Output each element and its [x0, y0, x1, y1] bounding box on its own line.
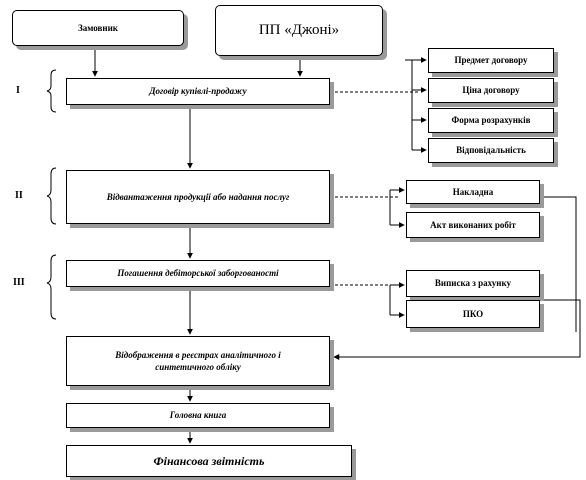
- doc-invoice-box: Накладна: [406, 180, 540, 204]
- doc-act-label: Акт виконаних робіт: [430, 219, 516, 230]
- customer-label: Замовник: [78, 22, 118, 33]
- company-box: ПП «Джоні»: [215, 5, 383, 56]
- doc-invoice-label: Накладна: [452, 186, 494, 197]
- reports-title: Фінансова звітність: [153, 453, 265, 468]
- contract-item-price: Ціна договору: [428, 78, 554, 103]
- brace-stage-2: [46, 167, 57, 225]
- stage-contract-title: Договір купівлі-продажу: [149, 86, 247, 97]
- customer-box: Замовник: [12, 10, 184, 46]
- contract-item-payment-form-label: Форма розрахунків: [451, 115, 531, 126]
- doc-statement-label: Виписка з рахунку: [434, 278, 512, 289]
- brace-stage-1: [46, 69, 57, 113]
- stage-debt-title: Погашення дебіторської заборгованості: [117, 268, 279, 278]
- stage-shipment-title: Відвантаження продукції або надання посл…: [106, 191, 290, 202]
- doc-pko-label: ПКО: [462, 308, 484, 319]
- contract-item-price-label: Ціна договору: [462, 85, 520, 96]
- connector-shipment-to-registers: [540, 196, 577, 332]
- contract-item-liability: Відповідальність: [428, 138, 554, 163]
- reports-box: Фінансова звітність: [66, 445, 352, 477]
- doc-pko-box: ПКО: [406, 300, 540, 328]
- ledger-box: Головна книга: [66, 403, 330, 428]
- doc-statement-box: Виписка з рахунку: [406, 270, 540, 297]
- contract-item-payment-form: Форма розрахунків: [428, 108, 554, 133]
- contract-item-subject-label: Предмет договору: [454, 55, 528, 66]
- registers-title: Відображення в реєстрах аналітичного і с…: [115, 349, 281, 372]
- contract-item-liability-label: Відповідальність: [456, 145, 526, 156]
- stage-numeral-1: I: [16, 85, 20, 96]
- stage-contract-box: Договір купівлі-продажу: [66, 78, 330, 105]
- doc-act-box: Акт виконаних робіт: [406, 212, 540, 238]
- contract-item-subject: Предмет договору: [428, 48, 554, 73]
- registers-box: Відображення в реєстрах аналітичного і с…: [66, 336, 330, 386]
- ledger-title: Головна книга: [169, 410, 227, 421]
- stage-numeral-3: III: [13, 277, 25, 288]
- stage-debt-box: Погашення дебіторської заборгованості: [66, 260, 330, 287]
- company-label: ПП «Джоні»: [258, 22, 340, 39]
- brace-stage-3: [46, 254, 57, 320]
- stage-numeral-2: II: [15, 190, 23, 201]
- connector-payment-to-registers: [333, 299, 581, 360]
- stage-shipment-box: Відвантаження продукції або надання посл…: [66, 170, 330, 224]
